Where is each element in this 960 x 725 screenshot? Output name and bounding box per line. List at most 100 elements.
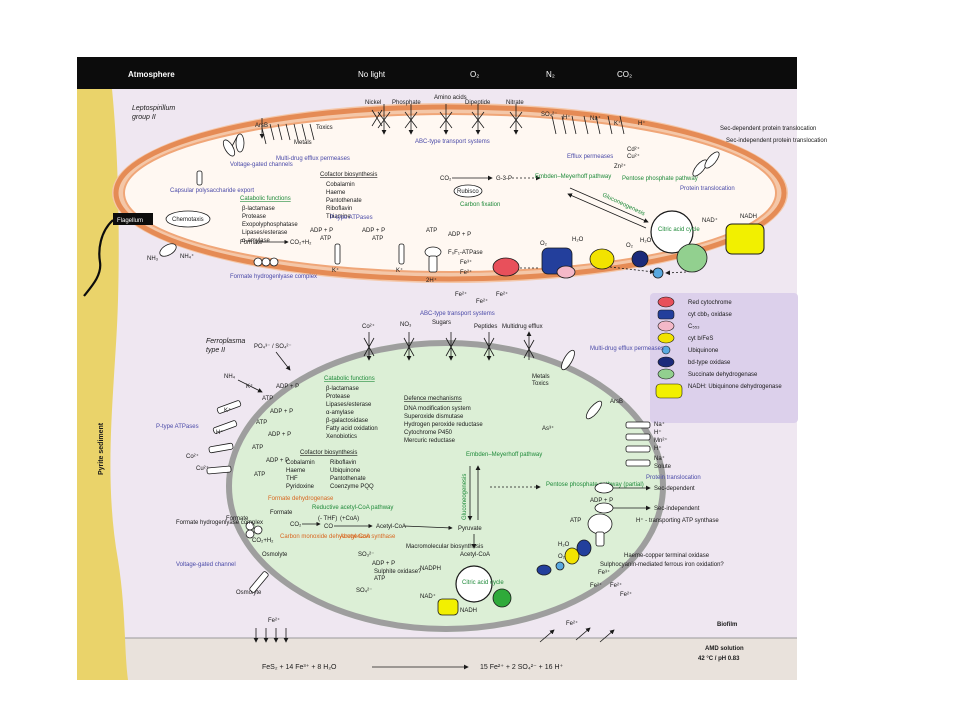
lepto-arsb: ArsB — [255, 123, 268, 129]
capsular-glyph — [196, 170, 203, 186]
ferro-cofactor-title: Cofactor biosynthesis — [300, 450, 357, 456]
ferro-atp-sulph: ATP — [374, 576, 385, 582]
ferro-atp-synth-atp: ATP — [570, 518, 581, 524]
lepto-fhc: Formate hydrogenlyase complex — [230, 274, 317, 280]
lepto-p-atpases: P-type ATPases — [330, 215, 373, 221]
ferro-coa: (+CoA) — [340, 516, 359, 522]
ubiquinone — [652, 267, 664, 279]
ferro-right-ion-glyphs — [625, 421, 651, 467]
legend-label: NADH: Ubiquinone dehydrogenase — [688, 384, 782, 390]
ferro-co2: CO₂ — [290, 522, 302, 528]
leptospirillum-cell — [112, 103, 788, 283]
ferro-h-atp: H⁺ - transporting ATP synthase — [636, 517, 719, 524]
top-transport-glyphs — [377, 104, 523, 135]
lepto-fe2-outside: Fe²⁺ — [476, 298, 488, 305]
ferro-gluconeogenesis: Gluconeogenesis — [462, 474, 468, 520]
lepto-protein-transloc: Protein translocation — [680, 186, 735, 192]
lepto-right-efflux — [551, 115, 625, 135]
ferro-cofactor-col1: THF — [286, 476, 298, 482]
legend-swatch — [657, 320, 675, 332]
lepto-k1: K⁺ — [332, 267, 339, 274]
lepto-catabolic-title: Catabolic functions — [240, 196, 291, 202]
cyt-b-fes — [589, 248, 615, 270]
ferro-defence-item: Hydrogen peroxide reductase — [404, 422, 483, 428]
ferro-substrate: Peptides — [474, 324, 497, 330]
lepto-citric-cycle — [650, 210, 694, 254]
legend-label: bd-type oxidase — [688, 360, 731, 366]
lepto-k2: K⁺ — [396, 267, 403, 274]
lepto-ion: Zn²⁺ — [614, 163, 626, 170]
ferro-cofactor-col1: Cobalamin — [286, 460, 315, 466]
lepto-name: Leptospirillum — [132, 105, 175, 112]
succinate-dehydrogenase — [676, 243, 708, 273]
ferro-as3: As³⁺ — [542, 425, 554, 432]
ferro-defence-item: Cytochrome P450 — [404, 430, 453, 436]
amd-reaction-right: 15 Fe²⁺ + 2 SO₄²⁻ + 16 H⁺ — [480, 664, 564, 671]
ferro-cofactor-col2: Coenzyme PQQ — [330, 484, 374, 490]
ferro-atp-synthase-stalk — [595, 531, 605, 547]
lepto-fe2-outside: Fe²⁺ — [455, 291, 467, 298]
ferro-defence-item: Mercuric reductase — [404, 438, 456, 444]
ferro-defence-title: Defence mechanisms — [404, 396, 462, 402]
ferro-atp: ATP — [256, 420, 267, 426]
lepto-ion: Na⁺ — [590, 115, 601, 122]
ferro-nadh-dehydrogenase — [437, 598, 459, 616]
lepto-adp1: ADP + P — [310, 228, 333, 234]
legend-label: C₅₅₃ — [688, 324, 700, 330]
ferro-adp: ADP + P — [270, 409, 293, 415]
ferro-defence-item: DNA modification system — [404, 406, 471, 412]
lepto-nad: NAD⁺ — [702, 217, 718, 224]
legend-label: Red cytochrome — [688, 300, 732, 306]
ferro-catabolic-item: β-lactamase — [326, 386, 359, 392]
ferro-atp-synthase — [587, 513, 613, 535]
lepto-carbon-fixation: Carbon fixation — [460, 202, 500, 208]
lepto-cofactor-item: Haeme — [326, 190, 346, 196]
amd-down-arrows — [253, 628, 289, 643]
ferro-fe2: Fe²⁺ — [590, 582, 602, 589]
ferro-osmolyte2: Osmolyte — [236, 590, 262, 596]
ferro-atp-synth-adp: ADP + P — [590, 498, 613, 504]
lepto-rubisco: Rubisco — [457, 189, 479, 195]
ferro-cofactor-col1: Haeme — [286, 468, 306, 474]
legend-swatch — [657, 296, 675, 308]
ferro-nad: NAD⁺ — [420, 593, 436, 600]
amd-up-arrows — [539, 627, 615, 643]
ferro-thf: (- THF) — [318, 516, 337, 522]
lepto-atp2: ATP — [372, 236, 383, 242]
protein-translocation-glyph — [692, 151, 720, 177]
lepto-ion: Cu²⁺ — [627, 153, 640, 160]
lepto-nh3: NH₃ — [147, 256, 159, 262]
legend-swatch — [657, 309, 675, 320]
rubisco-oval — [453, 184, 483, 198]
ferro-ion-left: K⁺ — [246, 383, 253, 390]
chemotaxis-oval — [165, 210, 211, 228]
lepto-flagellum: Flagellum — [117, 218, 143, 224]
lepto-p-atpase-glyphs — [334, 243, 442, 273]
ferro-citric-cycle — [455, 565, 493, 603]
ferro-ion-right: Na⁺ — [654, 455, 665, 462]
lepto-chemotaxis: Chemotaxis — [172, 217, 204, 223]
lepto-substrate: Amino acids — [434, 95, 467, 101]
lepto-h2o-a: H₂O — [572, 237, 584, 243]
ferro-substrate: Sugars — [432, 320, 451, 326]
ferro-toxics: Toxics — [532, 381, 549, 387]
ferro-osmolyte-channel — [249, 571, 269, 593]
ferro-ion-right: Solute — [654, 464, 672, 470]
ferro-co: CO — [324, 524, 333, 530]
ferro-substrate: Co²⁺ — [362, 323, 375, 330]
biofilm-label: Biofilm — [717, 622, 737, 628]
lepto-o2-a: O₂ — [540, 241, 548, 247]
ferro-catabolic-item: Xenobiotics — [326, 434, 357, 440]
amd-conditions: 42 °C / pH 0.83 — [698, 656, 740, 662]
red-cytochrome — [492, 257, 520, 277]
ferro-pyruvate: Pyruvate — [458, 526, 482, 532]
ferro-atp: ATP — [254, 472, 265, 478]
atmosphere-item: N₂ — [546, 70, 555, 79]
atmosphere-item: O₂ — [470, 70, 479, 79]
ferro-substrate: NO₃ — [400, 322, 412, 328]
abc-transporters-top — [371, 109, 383, 127]
legend-swatch — [657, 356, 675, 368]
ferro-protein-transloc: Protein translocation — [646, 475, 701, 481]
